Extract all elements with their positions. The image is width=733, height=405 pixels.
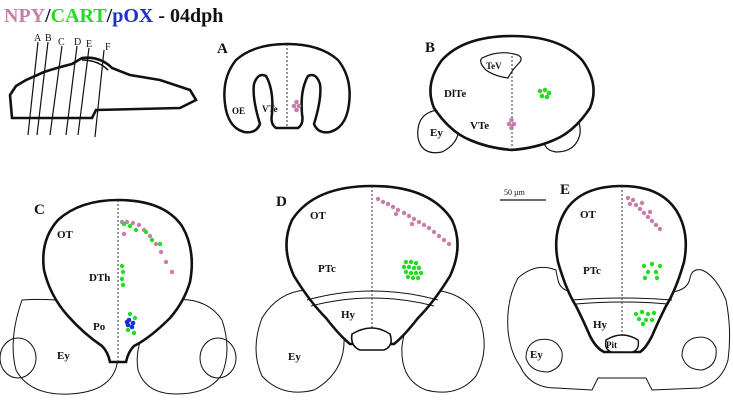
panel-b-cart-cluster xyxy=(537,87,552,100)
panel-c-label-dth: DTh xyxy=(89,272,110,284)
panel-e: E 50 µm OT PTc Hy Pit Ey xyxy=(500,182,731,391)
panel-d-letter: D xyxy=(276,194,287,210)
panel-c-pox-dots xyxy=(124,317,136,330)
panel-e-section-outline xyxy=(554,184,688,354)
section-line-b xyxy=(36,41,49,136)
panel-b-npy-cluster xyxy=(506,117,517,131)
panel-b: B TeV DlTe VTe Ey xyxy=(417,34,595,154)
lateral-brain-schematic xyxy=(8,56,198,120)
panel-d-cart-dots xyxy=(401,259,424,281)
panel-e-pit-outline xyxy=(604,334,640,353)
panel-e-label-hy: Hy xyxy=(593,319,608,331)
panel-c: C OT DTh Po Ey xyxy=(0,198,237,395)
panel-d-label-ot: OT xyxy=(310,210,327,222)
title-pox: pOX xyxy=(112,5,154,27)
panel-e-letter: E xyxy=(560,182,570,198)
figure-title: NPY/CART/pOX - 04dph xyxy=(4,5,223,27)
section-label-e: E xyxy=(86,39,92,50)
panel-d-npy-dots xyxy=(375,196,452,247)
lateral-brain-outline xyxy=(8,56,198,120)
panel-d-label-ptc: PTc xyxy=(318,263,336,275)
scale-bar-label: 50 µm xyxy=(504,188,526,197)
title-npy: NPY xyxy=(4,5,46,27)
panel-e-label-ey: Ey xyxy=(530,349,543,361)
panel-c-label-ot: OT xyxy=(57,229,74,241)
panel-a-label-oe: OE xyxy=(232,106,245,116)
section-line-f xyxy=(94,49,105,138)
panel-a-letter: A xyxy=(217,41,228,57)
panel-e-eye-left-outline xyxy=(525,338,563,373)
panel-a: A OE VTe xyxy=(217,41,351,134)
section-line-d xyxy=(65,45,78,136)
section-label-b: B xyxy=(45,33,52,44)
title-cart: CART xyxy=(51,5,108,27)
panel-e-npy-dots xyxy=(625,195,663,232)
panel-a-section-outline xyxy=(223,42,351,134)
title-sep-1: / xyxy=(44,5,51,27)
section-line-a xyxy=(27,41,39,136)
panel-d-pit-outline xyxy=(350,327,392,351)
panel-e-label-ot: OT xyxy=(580,209,597,221)
panel-a-label-vte: VTe xyxy=(262,104,278,114)
panel-c-npy-dots xyxy=(119,219,175,275)
panel-a-npy-cluster xyxy=(291,99,302,113)
panel-d: D OT PTc Hy Ey xyxy=(255,184,485,393)
section-line-labels: A B C D E F xyxy=(34,33,111,53)
panel-d-label-hy: Hy xyxy=(341,309,356,321)
panel-c-label-po: Po xyxy=(93,321,106,333)
panel-c-label-ey: Ey xyxy=(57,350,70,362)
title-suffix: - 04dph xyxy=(153,5,223,27)
title-sep-2: / xyxy=(106,5,113,27)
panel-b-label-dlte: DlTe xyxy=(444,88,466,100)
section-label-c: C xyxy=(58,37,65,48)
section-label-d: D xyxy=(74,37,81,48)
panel-c-lens-left xyxy=(0,337,37,379)
panel-c-eye-right xyxy=(136,298,228,395)
panel-b-label-tev: TeV xyxy=(486,61,502,71)
panel-e-cart-dots xyxy=(633,261,663,327)
panel-c-lens-right xyxy=(199,337,237,379)
panel-c-letter: C xyxy=(34,202,45,218)
panel-d-label-ey: Ey xyxy=(288,351,301,363)
section-label-f: F xyxy=(105,42,111,53)
panel-b-letter: B xyxy=(425,40,435,56)
section-lines xyxy=(27,41,105,138)
panel-b-tev-outline xyxy=(480,52,522,79)
panel-e-label-pit: Pit xyxy=(606,340,617,350)
section-label-a: A xyxy=(34,33,42,44)
panel-b-label-vte: VTe xyxy=(470,120,489,132)
panel-c-cart-dots xyxy=(119,221,163,336)
panel-e-eye-right-outline xyxy=(681,336,717,371)
lateral-brain-ridge xyxy=(81,59,109,71)
panel-e-label-ptc: PTc xyxy=(583,265,601,277)
section-line-c xyxy=(49,45,63,136)
panel-b-label-ey: Ey xyxy=(430,127,443,139)
section-line-e xyxy=(77,47,90,136)
